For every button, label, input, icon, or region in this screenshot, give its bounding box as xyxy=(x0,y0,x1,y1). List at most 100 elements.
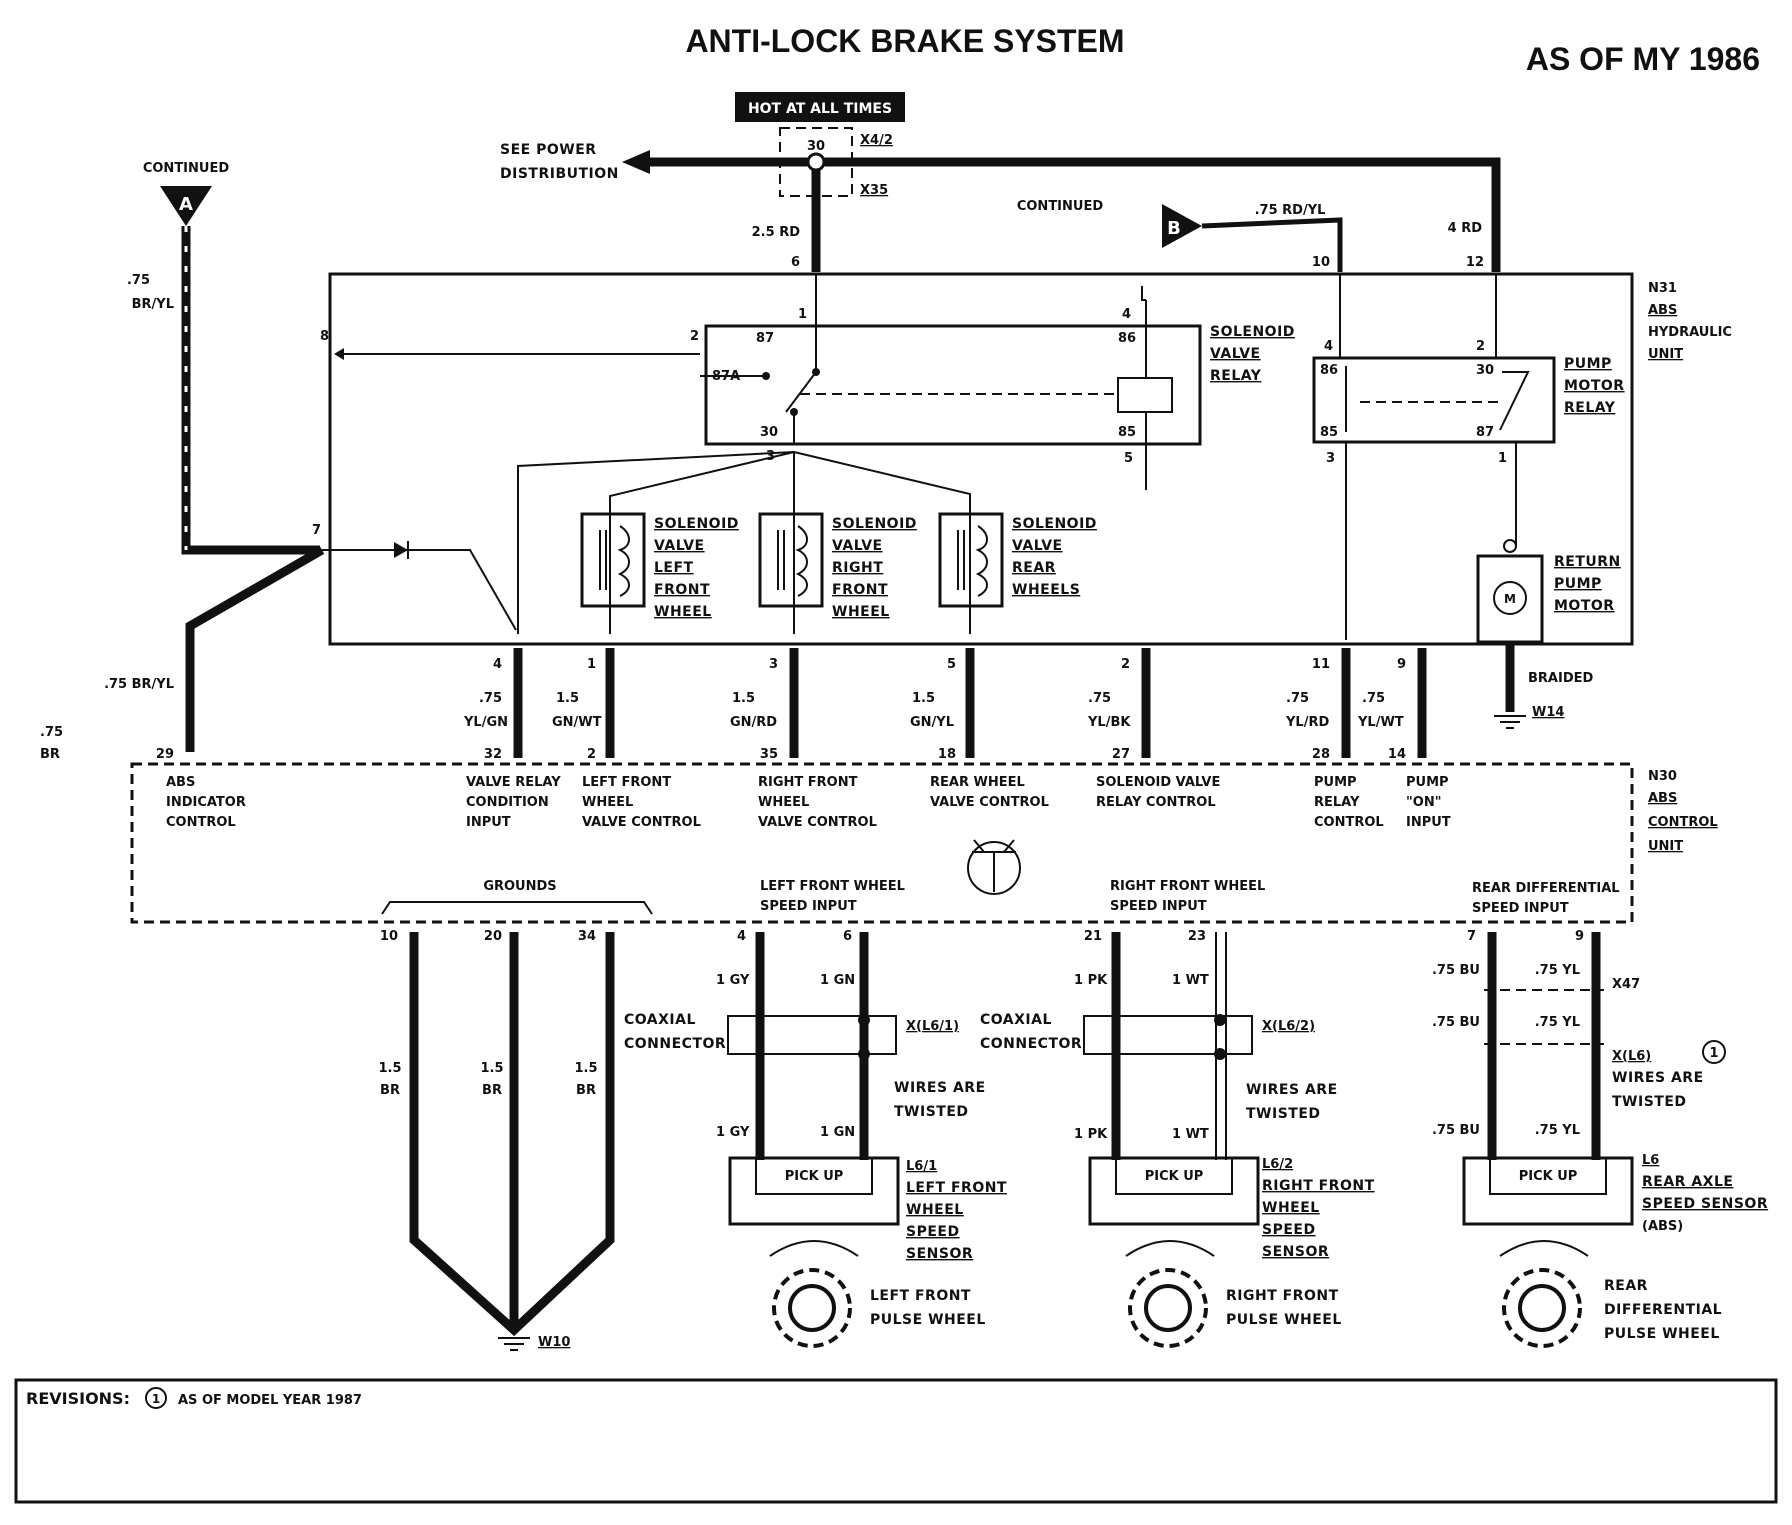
n30-l6-3: CONTROL xyxy=(1314,815,1384,830)
n30-l7-2: "ON" xyxy=(1406,795,1441,810)
n30-l0-3: CONTROL xyxy=(166,815,236,830)
lf-speed-label-2: SPEED INPUT xyxy=(760,899,857,914)
rd-pw-3: PULSE WHEEL xyxy=(1604,1326,1720,1342)
harness-3-bot: 18 xyxy=(938,747,956,762)
harness-3-w1: 1.5 xyxy=(912,691,935,706)
n30-l7-1: PUMP xyxy=(1406,775,1449,790)
n30-name-3: UNIT xyxy=(1648,839,1683,854)
pmr-contact xyxy=(1499,371,1530,431)
connector-a-letter: A xyxy=(179,194,193,215)
harness-0-w2: YL/GN xyxy=(463,715,508,730)
ground-w10-icon xyxy=(498,1337,530,1351)
harness-5-w2: YL/RD xyxy=(1285,715,1329,730)
n31-pin-6: 6 xyxy=(791,255,800,270)
rf-speed-label-2: SPEED INPUT xyxy=(1110,899,1207,914)
gnd-w1-color: BR xyxy=(380,1083,400,1098)
harness-0-w1: .75 xyxy=(479,691,502,706)
pmr-pin-85: 85 xyxy=(1320,425,1338,440)
pmr-conn-2: 2 xyxy=(1476,339,1485,354)
solenoid-rear-coil-icon xyxy=(957,525,988,597)
rf-s2: RIGHT FRONT xyxy=(1262,1178,1375,1194)
rd-wire-b2: .75 YL xyxy=(1535,1015,1580,1030)
rf-rotation-arrow xyxy=(1125,1240,1215,1257)
lf-twisted-1: WIRES ARE xyxy=(894,1080,986,1096)
solenoid-valve-rf xyxy=(758,512,824,608)
n30-l6-2: RELAY xyxy=(1314,795,1360,810)
ground-w14-icon xyxy=(1494,715,1526,729)
ground-pin-20: 20 xyxy=(484,929,502,944)
grounds-label: GROUNDS xyxy=(483,879,556,894)
rd-s4: (ABS) xyxy=(1642,1219,1683,1234)
rf-conn-dot-1 xyxy=(1214,1014,1226,1026)
pmr-label-1: PUMP xyxy=(1564,356,1612,372)
revisions-text: AS OF MODEL YEAR 1987 xyxy=(178,1393,362,1408)
n31-name-1: ABS xyxy=(1648,303,1677,318)
solenoid-valve-rear xyxy=(938,512,1004,608)
harness-6-bot: 14 xyxy=(1388,747,1406,762)
lf-wire-b2: 1 GN xyxy=(820,1125,855,1140)
harness-1-w2: GN/WT xyxy=(552,715,602,730)
wire-br-yl-a xyxy=(181,226,320,555)
rf-coax-2: CONNECTOR xyxy=(980,1036,1082,1052)
motor-m-label: M xyxy=(1504,592,1516,606)
lf-conn-dot-1 xyxy=(858,1014,870,1026)
revision-1-icon xyxy=(1702,1040,1726,1064)
rf-s4: SPEED xyxy=(1262,1222,1316,1238)
pmr-label-3: RELAY xyxy=(1564,400,1616,416)
lf-pulse-wheel-icon xyxy=(772,1268,852,1348)
lf-conn-dot-2 xyxy=(858,1048,870,1060)
motor-l3: MOTOR xyxy=(1554,598,1615,614)
n31-pin-12: 12 xyxy=(1466,255,1484,270)
harness-2-w1: 1.5 xyxy=(732,691,755,706)
motor-terminal xyxy=(1503,539,1517,553)
sol-rf-l1: SOLENOID xyxy=(832,516,917,532)
diagram-title: ANTI-LOCK BRAKE SYSTEM xyxy=(685,23,1124,59)
lf-speed-label-1: LEFT FRONT WHEEL xyxy=(760,879,905,894)
sol-lf-l5: WHEEL xyxy=(654,604,712,620)
rf-pw-2: PULSE WHEEL xyxy=(1226,1312,1342,1328)
n30-l0-1: ABS xyxy=(166,775,195,790)
n30-l7-3: INPUT xyxy=(1406,815,1451,830)
n31-name-3: UNIT xyxy=(1648,347,1683,362)
lf-pickup-label: PICK UP xyxy=(785,1169,844,1184)
svr-pin-86: 86 xyxy=(1118,331,1136,346)
rf-pin-23: 23 xyxy=(1188,929,1206,944)
harness-1-bot: 2 xyxy=(587,747,596,762)
n30-name-1: ABS xyxy=(1648,791,1677,806)
harness-6-w2: YL/WT xyxy=(1357,715,1404,730)
wire-br-gauge: .75 xyxy=(40,725,63,740)
rd-pickup-label: PICK UP xyxy=(1519,1169,1578,1184)
motor-l2: PUMP xyxy=(1554,576,1602,592)
revisions-box xyxy=(14,1378,1778,1504)
solenoid-rf-box xyxy=(758,512,824,608)
rd-twisted-2: TWISTED xyxy=(1612,1094,1687,1110)
n31-name-2: HYDRAULIC xyxy=(1648,325,1732,340)
harness-4-top: 2 xyxy=(1121,657,1130,672)
rd-conn-label: X(L6) xyxy=(1612,1049,1651,1064)
continued-a-label: CONTINUED xyxy=(143,161,229,176)
lf-coax-connector xyxy=(727,1015,897,1055)
pmr-conn-1: 1 xyxy=(1498,451,1507,466)
w10-label: W10 xyxy=(538,1335,570,1350)
rf-speed-label-1: RIGHT FRONT WHEEL xyxy=(1110,879,1265,894)
rf-twisted-1: WIRES ARE xyxy=(1246,1082,1338,1098)
wire-relay-to-solenoids xyxy=(609,451,971,634)
rd-pickup-inner xyxy=(1489,1157,1607,1195)
diode-icon xyxy=(394,542,408,558)
lf-sensor-wires xyxy=(755,932,869,1160)
pump-motor-relay-box xyxy=(1312,356,1556,444)
wire-br-color: BR xyxy=(40,747,60,762)
n30-l6-1: PUMP xyxy=(1314,775,1357,790)
svr-label-1: SOLENOID xyxy=(1210,324,1295,340)
braided-label: BRAIDED xyxy=(1528,671,1593,686)
n30-l2-3: VALVE CONTROL xyxy=(582,815,701,830)
sol-rear-l1: SOLENOID xyxy=(1012,516,1097,532)
x35-label: X35 xyxy=(860,183,888,198)
sol-rf-l4: FRONT xyxy=(832,582,888,598)
lf-pw-1: LEFT FRONT xyxy=(870,1288,971,1304)
grounds-bracket xyxy=(381,901,653,915)
n30-l3-3: VALVE CONTROL xyxy=(758,815,877,830)
sol-rf-l2: VALVE xyxy=(832,538,883,554)
pmr-pin-30: 30 xyxy=(1476,363,1494,378)
